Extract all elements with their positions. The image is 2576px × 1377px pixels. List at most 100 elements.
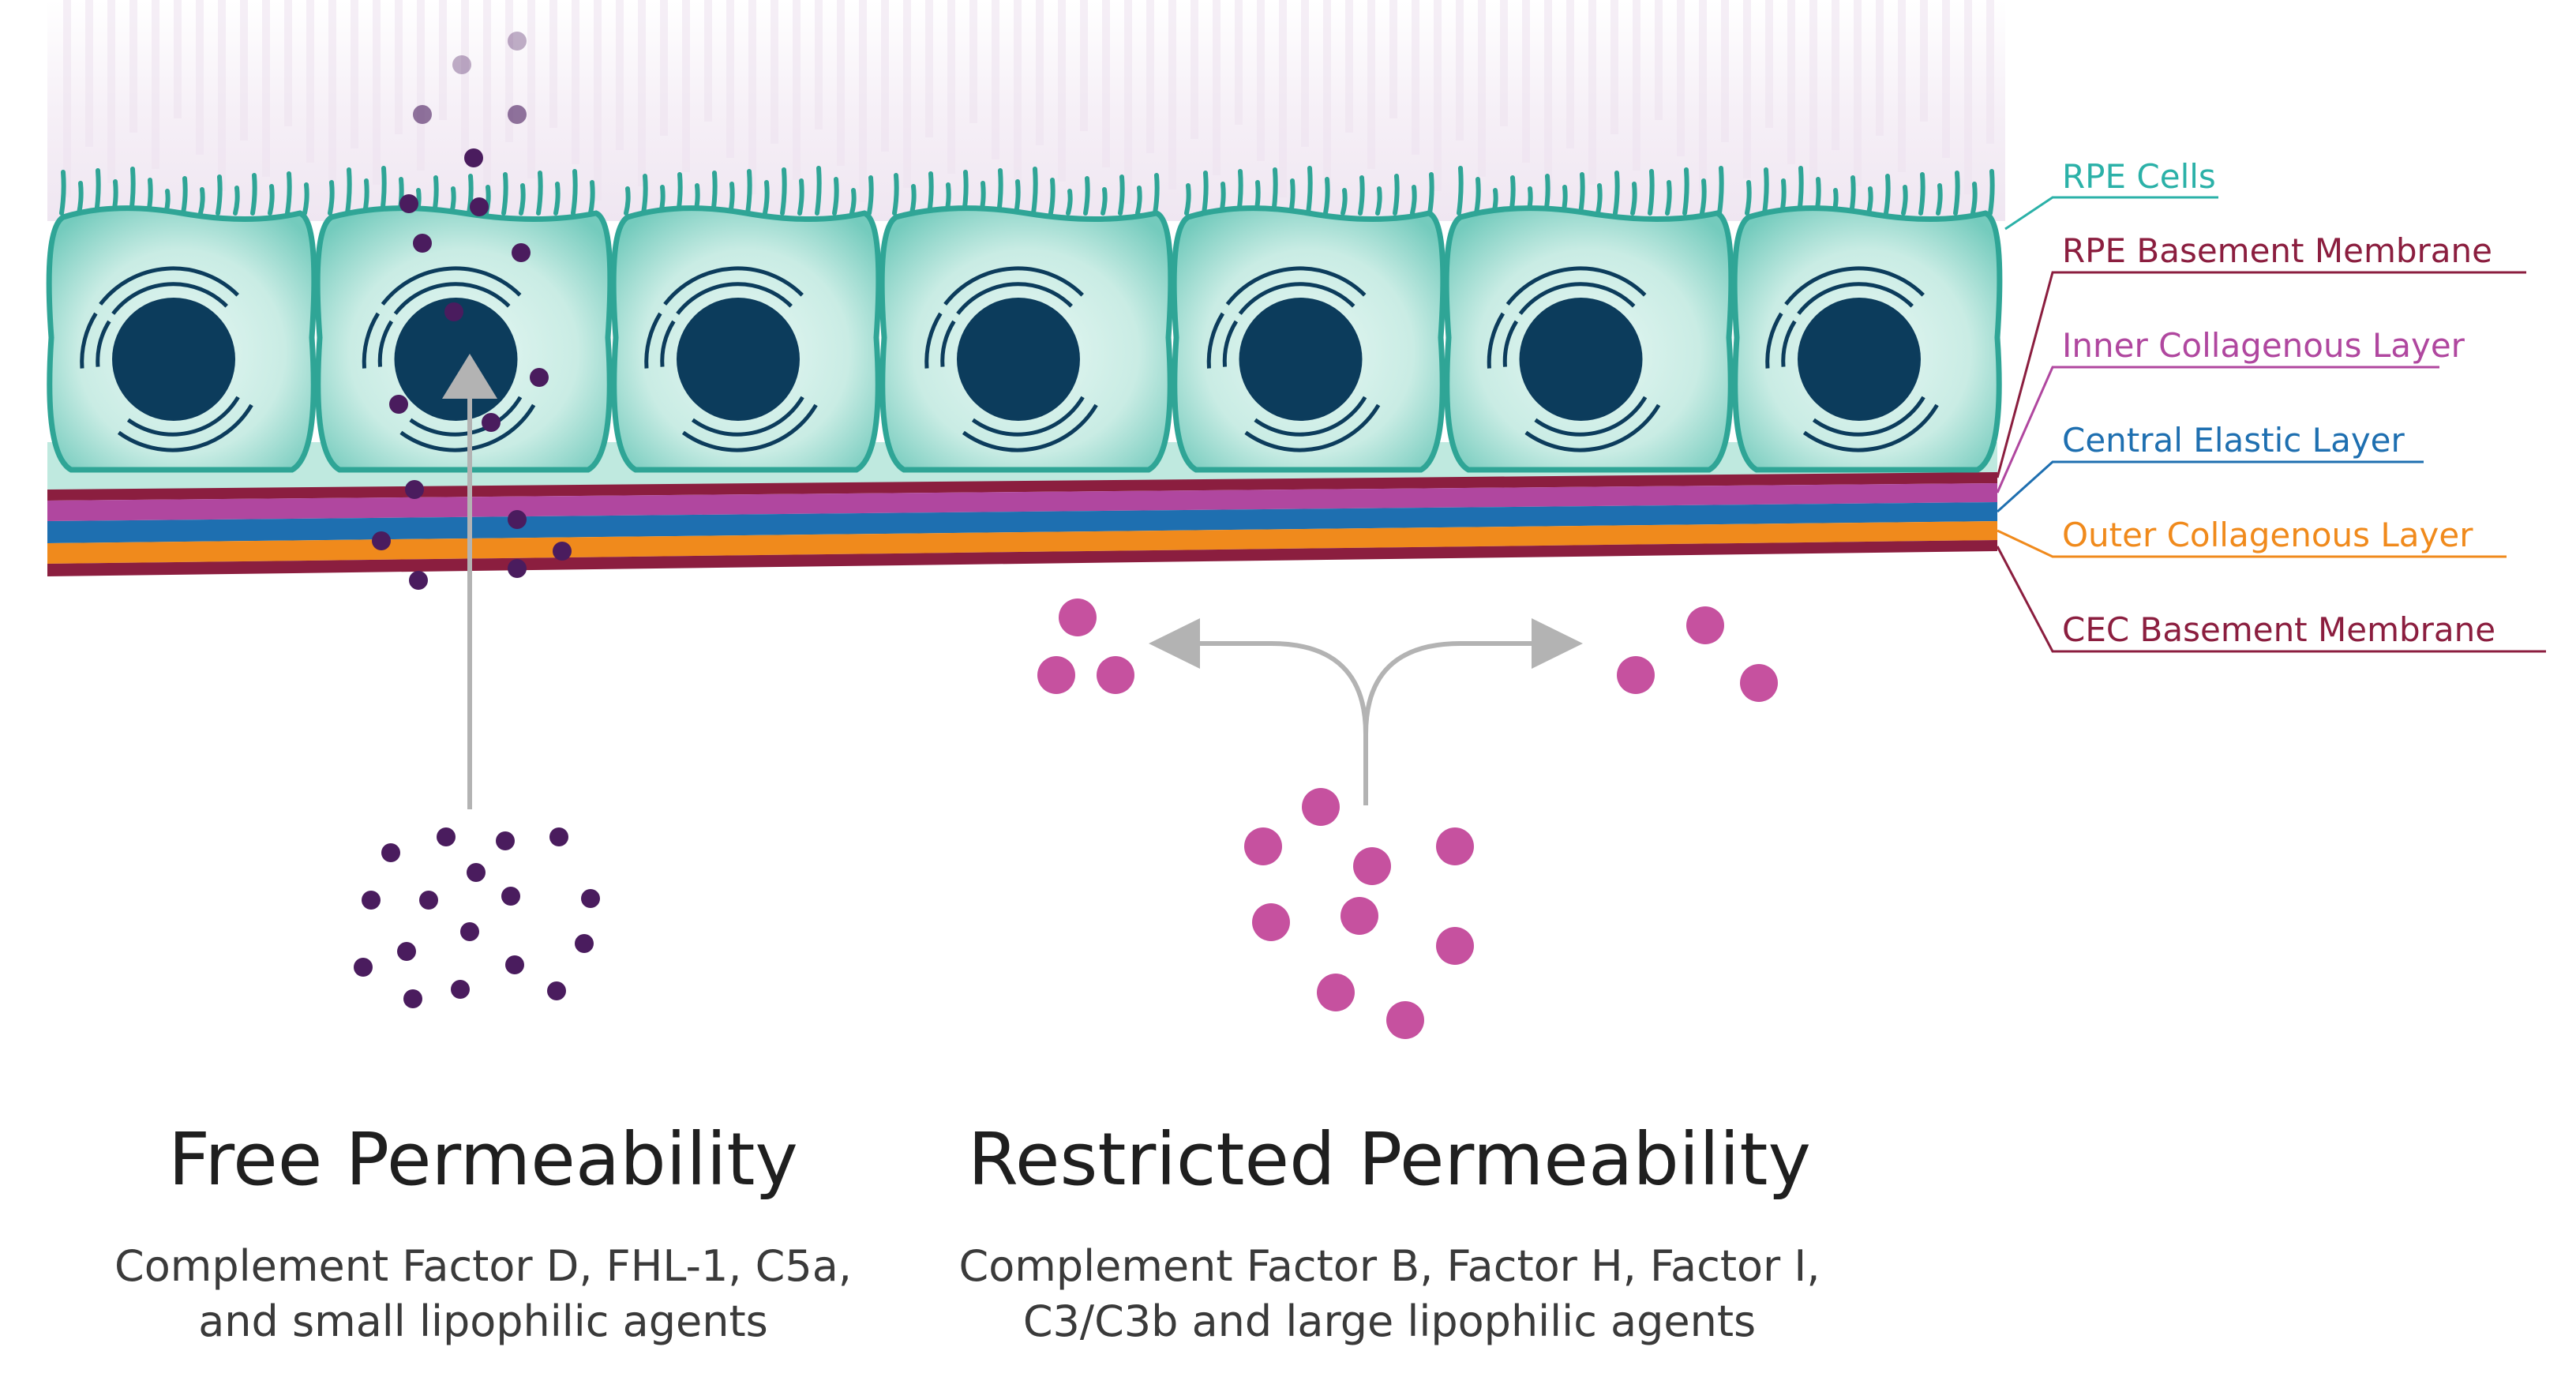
large-molecule: [1302, 788, 1340, 826]
photoreceptor-streak: [1191, 0, 1198, 139]
small-molecule: [575, 934, 594, 953]
microvilli: [328, 166, 595, 216]
photoreceptor-streak: [1942, 0, 1950, 158]
small-molecule: [444, 302, 463, 321]
photoreceptor-streak: [439, 0, 447, 120]
photoreceptor-streak: [1787, 0, 1795, 164]
large-molecule: [1340, 897, 1378, 935]
small-molecule: [508, 105, 527, 124]
small-molecule: [553, 542, 572, 561]
small-molecule: [581, 889, 600, 908]
large-molecule: [1252, 903, 1290, 941]
photoreceptor-streak: [1743, 0, 1751, 178]
label-central-elastic-layer: Central Elastic Layer: [2062, 421, 2405, 460]
rpe-cell: [879, 167, 1174, 473]
large-molecule: [1317, 974, 1355, 1011]
leader-central-elastic: [1996, 460, 2424, 513]
large-molecule: [1436, 927, 1474, 965]
photoreceptor-streak: [107, 0, 115, 183]
photoreceptor-streak: [1876, 0, 1884, 136]
photoreceptor-streak: [1345, 0, 1353, 133]
photoreceptor-streak: [1257, 0, 1265, 161]
photoreceptor-streak: [1898, 0, 1906, 172]
small-molecule: [413, 234, 432, 253]
small-molecule: [549, 827, 568, 846]
small-molecule: [451, 980, 470, 999]
small-molecule: [460, 922, 479, 941]
small-molecules: [354, 32, 600, 1008]
photoreceptor-streak: [63, 0, 71, 197]
photoreceptor-streak: [572, 0, 579, 164]
free-permeability-title: Free Permeability: [168, 1117, 798, 1202]
photoreceptor-streak: [527, 0, 535, 178]
small-molecule: [470, 197, 489, 216]
large-molecule: [1244, 827, 1282, 865]
rpe-cell: [610, 166, 882, 473]
photoreceptor-streak: [1367, 0, 1375, 169]
free-permeability-line-1: Complement Factor D, FHL-1, C5a,: [114, 1241, 852, 1291]
label-rpe-basement-membrane: RPE Basement Membrane: [2062, 231, 2492, 270]
photoreceptor-streak: [616, 0, 624, 150]
photoreceptor-streak: [152, 0, 159, 169]
photoreceptor-streak: [682, 0, 690, 172]
rpe-cell-row: [46, 166, 2003, 473]
photoreceptor-streak: [1124, 0, 1132, 204]
small-molecule: [389, 395, 408, 414]
microvilli: [1184, 166, 1434, 216]
photoreceptor-streak: [1058, 0, 1066, 182]
photoreceptor-streak: [306, 0, 314, 163]
photoreceptor-streak: [218, 0, 226, 191]
photoreceptor-streak: [461, 0, 469, 156]
photoreceptor-streak: [1434, 0, 1442, 191]
bruchs-membrane-layers: [47, 472, 1997, 576]
free-permeability-arrowhead: [442, 354, 497, 399]
microvilli: [59, 167, 309, 216]
photoreceptor-streak: [925, 0, 933, 137]
small-molecule: [547, 981, 566, 1000]
photoreceptor-streak: [417, 0, 425, 171]
nucleus: [112, 298, 235, 421]
photoreceptor-streak: [1655, 0, 1663, 120]
endoplasmic-reticulum: [644, 266, 818, 452]
large-molecule: [1353, 847, 1391, 885]
large-molecule: [1386, 1001, 1424, 1039]
small-molecule: [501, 887, 520, 906]
large-molecule: [1097, 656, 1134, 694]
photoreceptor-streak: [284, 0, 292, 126]
photoreceptor-streak: [373, 0, 381, 185]
photoreceptor-streak: [992, 0, 999, 159]
rpe-cell: [1443, 166, 1734, 473]
photoreceptor-streak: [903, 0, 911, 188]
leader-outer-collagen: [1997, 529, 2507, 558]
microvilli: [892, 167, 1160, 216]
small-molecule: [419, 891, 438, 910]
small-molecule: [362, 891, 381, 910]
small-molecule: [354, 958, 373, 977]
photoreceptor-streak: [129, 0, 137, 133]
small-molecule: [505, 955, 524, 974]
restricted-arrowhead-right: [1532, 618, 1583, 669]
outer-collagenous-layer-band: [47, 521, 1997, 564]
photoreceptor-streak: [1389, 0, 1397, 118]
rpe-basement-membrane-layer: [47, 472, 1997, 501]
large-molecule: [1436, 827, 1474, 865]
photoreceptor-streak: [815, 0, 823, 129]
small-molecule: [399, 194, 418, 213]
photoreceptor-streak: [837, 0, 845, 166]
photoreceptor-streak: [947, 0, 955, 174]
photoreceptor-streaks: [63, 0, 1994, 204]
label-leader-lines: [1996, 196, 2546, 653]
small-molecule: [413, 105, 432, 124]
leader-cec-bm: [1996, 546, 2546, 653]
photoreceptor-haze: [47, 0, 2005, 221]
small-molecule: [397, 942, 416, 961]
photoreceptor-streak: [1235, 0, 1243, 125]
small-molecule: [403, 989, 422, 1008]
photoreceptor-streak: [748, 0, 756, 194]
photoreceptor-streak: [793, 0, 801, 180]
photoreceptor-streak: [1080, 0, 1088, 131]
photoreceptor-streak: [262, 0, 270, 177]
photoreceptor-streak: [1765, 0, 1773, 128]
photoreceptor-streak: [1102, 0, 1110, 167]
